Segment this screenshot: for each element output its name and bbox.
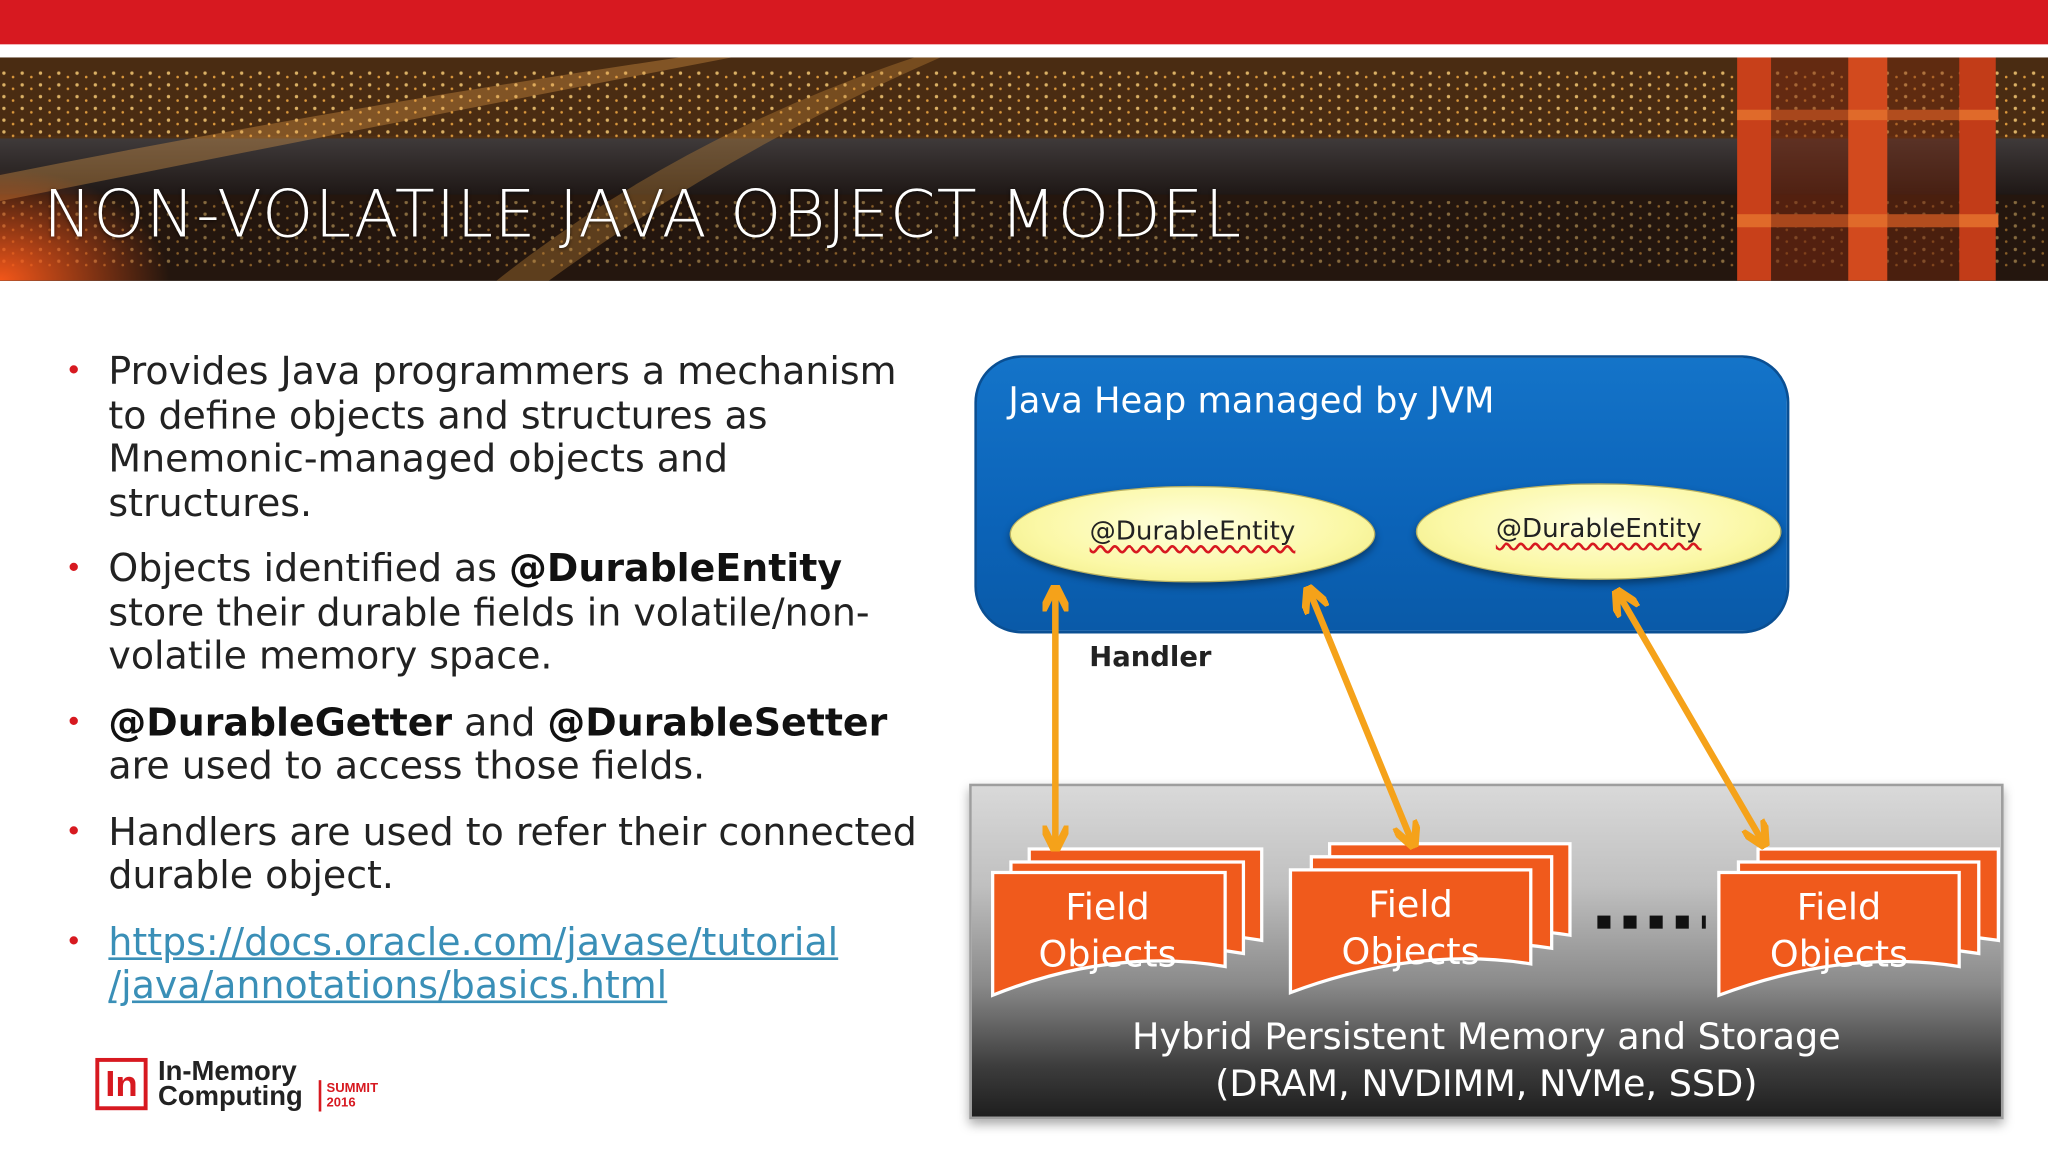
slide-title: NON-VOLATILE JAVA OBJECT MODEL	[43, 176, 1243, 253]
durable-entity-ellipse: @DurableEntity	[1009, 485, 1376, 583]
top-accent-bar	[0, 0, 2048, 45]
bullet-item: Handlers are used to refer their connect…	[65, 810, 927, 898]
oracle-annotations-link[interactable]: https://docs.oracle.com/javase/tutorial/…	[108, 918, 839, 1008]
handler-label: Handler	[1089, 641, 1212, 673]
durable-entity-ellipse: @DurableEntity	[1415, 483, 1782, 580]
bullet-item: Objects identified as @DurableEntity sto…	[65, 546, 927, 678]
bullet-item: https://docs.oracle.com/javase/tutorial/…	[65, 918, 927, 1008]
bullet-list: Provides Java programmers a mechanism to…	[65, 349, 927, 1030]
field-objects-stack	[991, 847, 1264, 998]
handler-arrow	[1311, 596, 1410, 839]
ellipsis-dots	[1597, 915, 1706, 929]
logo-mark: In	[95, 1057, 148, 1111]
bullet-item: Provides Java programmers a mechanism to…	[65, 349, 927, 525]
field-objects-stack	[1288, 842, 1572, 996]
java-heap-title: Java Heap managed by JVM	[1008, 381, 1495, 422]
header-banner-image	[0, 57, 2048, 281]
field-objects-stack	[1717, 847, 2000, 998]
bullet-item: @DurableGetter and @DurableSetter are us…	[65, 700, 927, 789]
storage-label: Hybrid Persistent Memory and Storage(DRA…	[1131, 1014, 1841, 1105]
handler-arrow	[1621, 598, 1761, 838]
